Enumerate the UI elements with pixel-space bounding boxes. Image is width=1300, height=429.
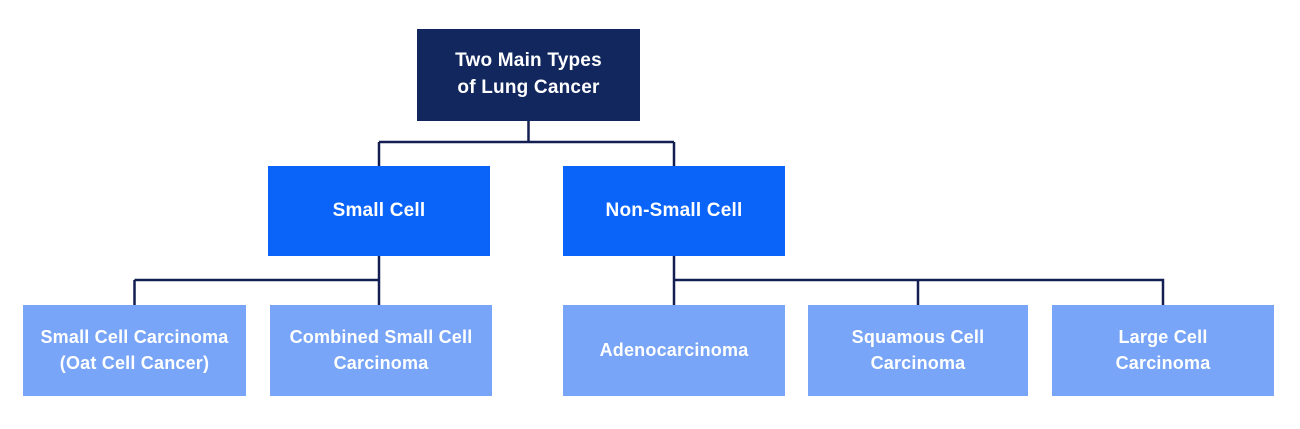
node-large-cell-carcinoma: Large Cell Carcinoma	[1052, 305, 1274, 396]
node-adenocarcinoma: Adenocarcinoma	[563, 305, 785, 396]
node-small-cell-carcinoma-oat-cell-cancer: Small Cell Carcinoma (Oat Cell Cancer)	[23, 305, 246, 396]
node-combined-small-cell-carcinoma: Combined Small Cell Carcinoma	[270, 305, 492, 396]
connector-root-to-level2	[377, 121, 676, 167]
node-two-main-types-of-lung-cancer: Two Main Types of Lung Cancer	[417, 29, 640, 121]
connector-small-cell-to-children	[133, 256, 381, 306]
connector-non-small-cell-to-children	[672, 256, 1165, 306]
node-squamous-cell-carcinoma: Squamous Cell Carcinoma	[808, 305, 1028, 396]
node-small-cell: Small Cell	[268, 166, 490, 256]
node-non-small-cell: Non-Small Cell	[563, 166, 785, 256]
